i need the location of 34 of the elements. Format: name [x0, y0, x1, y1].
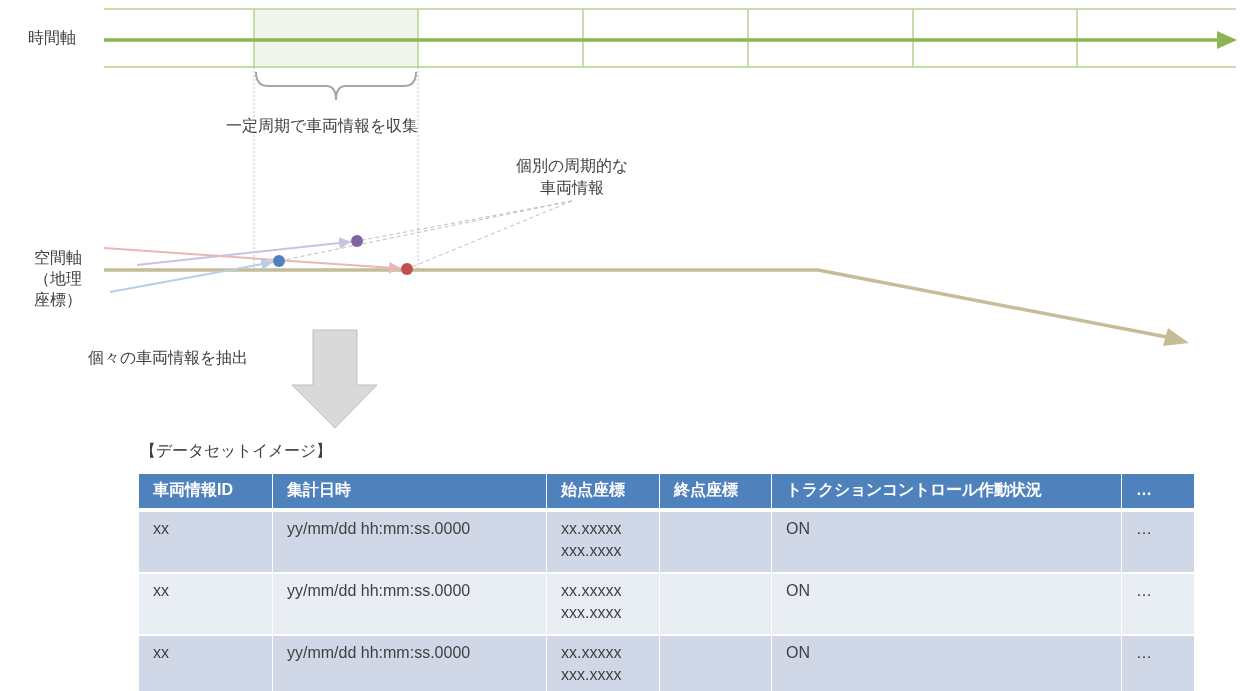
header-cell: トラクションコントロール作動状況 [772, 474, 1121, 508]
table-cell: xx.xxxxx xxx.xxxx [547, 574, 659, 634]
table-cell: yy/mm/dd hh:mm:ss.0000 [273, 512, 546, 572]
table-cell: yy/mm/dd hh:mm:ss.0000 [273, 636, 546, 691]
brace-label: 一定周期で車両情報を収集 [226, 116, 418, 136]
table-cell: xx [139, 636, 272, 691]
table-cell: ON [772, 512, 1121, 572]
table-cell: … [1122, 574, 1194, 634]
header-cell: 車両情報ID [139, 474, 272, 508]
callout-text: 個別の周期的な車両情報 [512, 155, 632, 199]
arrow-label: 個々の車両情報を抽出 [88, 348, 248, 368]
table-cell: xx.xxxxx xxx.xxxx [547, 636, 659, 691]
table-cell: yy/mm/dd hh:mm:ss.0000 [273, 574, 546, 634]
header-cell: … [1122, 474, 1194, 508]
trajectory-arrow [136, 237, 353, 266]
trajectory-arrow [103, 247, 402, 274]
table-title: 【データセットイメージ】 [140, 441, 332, 461]
data-point-dot [273, 255, 285, 267]
header-cell: 始点座標 [547, 474, 659, 508]
table-cell: xx [139, 512, 272, 572]
data-point-dot [401, 263, 413, 275]
leader-line [412, 200, 573, 268]
table-cell: xx.xxxxx xxx.xxxx [547, 512, 659, 572]
header-cell: 集計日時 [273, 474, 546, 508]
table-cell: xx [139, 574, 272, 634]
trajectory-arrow [109, 258, 275, 293]
header-cell: 終点座標 [660, 474, 771, 508]
axis-label: 空間軸（地理座標） [34, 248, 82, 310]
table-cell: … [1122, 636, 1194, 691]
table-cell: ON [772, 636, 1121, 691]
table-cell: … [1122, 512, 1194, 572]
table-cell: ON [772, 574, 1121, 634]
axis-label: 時間軸 [28, 28, 76, 48]
data-point-dot [351, 235, 363, 247]
